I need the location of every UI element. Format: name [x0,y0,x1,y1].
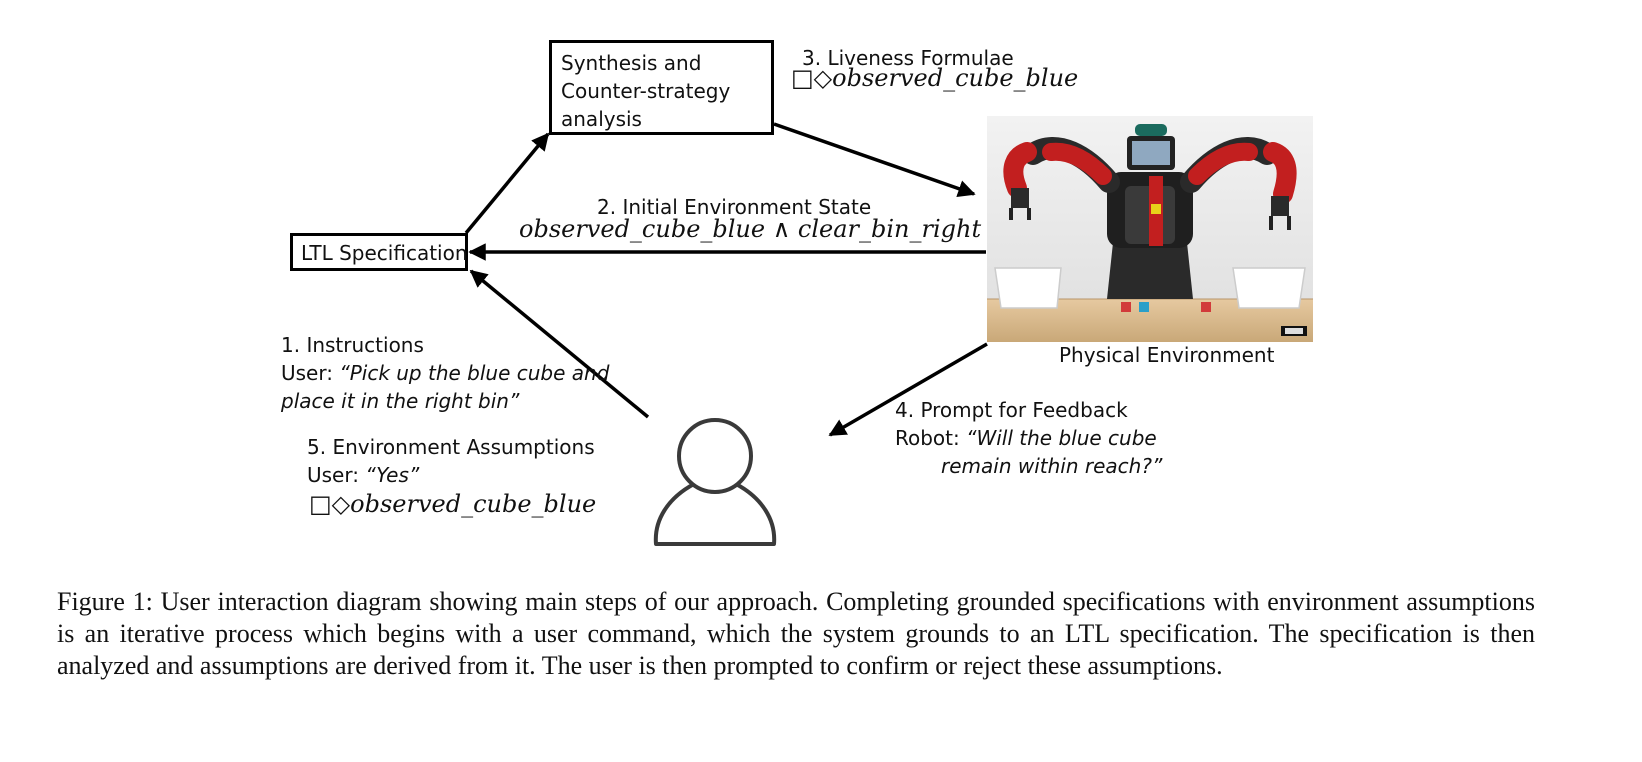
initial-state-formula: observed_cube_blue ∧ clear_bin_right [519,215,982,243]
synthesis-node: Synthesis and Counter-strategy analysis [549,40,774,135]
synthesis-line-3: analysis [561,107,642,131]
robot-photo [987,116,1313,342]
feedback-quote-line-1: “Will the blue cube [966,426,1157,450]
assumptions-quote: “Yes” [365,463,420,487]
assumptions-speaker: User: [307,463,366,487]
feedback-speaker: Robot: [895,426,967,450]
synthesis-line-1: Synthesis and [561,51,702,75]
physical-environment-label: Physical Environment [1059,343,1275,367]
assumptions-step: 5. Environment Assumptions User: “Yes” [307,433,595,489]
ltl-specification-node: LTL Specification [290,233,468,271]
instructions-speaker: User: [281,361,340,385]
feedback-quote-row: Robot: “Will the blue cube [895,424,1162,452]
feedback-title: 4. Prompt for Feedback [895,398,1128,422]
arrow-user-to-ltl [469,269,650,419]
diagram-arrows [464,122,988,437]
arrow-synthesis-to-physical [773,122,976,198]
instructions-quote-line-1: “Pick up the blue cube and [339,361,610,385]
instructions-quote-line-2: place it in the right bin” [281,389,520,413]
assumptions-title: 5. Environment Assumptions [307,435,595,459]
ltl-specification-label: LTL Specification [301,241,468,265]
liveness-formula: □◇observed_cube_blue [791,64,1079,92]
arrow-physical-to-user [828,342,988,437]
feedback-quote-line-2: remain within reach?” [941,454,1163,478]
synthesis-line-2: Counter-strategy [561,79,731,103]
user-icon [653,418,777,546]
instructions-quote-row: User: “Pick up the blue cube and [281,359,609,387]
figure-caption: Figure 1: User interaction diagram showi… [57,587,1535,680]
initial-state-title: 2. Initial Environment State [597,195,872,219]
feedback-step: 4. Prompt for Feedback Robot: “Will the … [895,396,1162,480]
liveness-title: 3. Liveness Formulae [802,46,1014,70]
assumptions-quote-row: User: “Yes” [307,461,595,489]
arrow-ltl-to-synthesis [464,132,550,235]
assumptions-formula: □◇observed_cube_blue [309,490,597,518]
instructions-step: 1. Instructions User: “Pick up the blue … [281,331,609,415]
instructions-title: 1. Instructions [281,333,424,357]
